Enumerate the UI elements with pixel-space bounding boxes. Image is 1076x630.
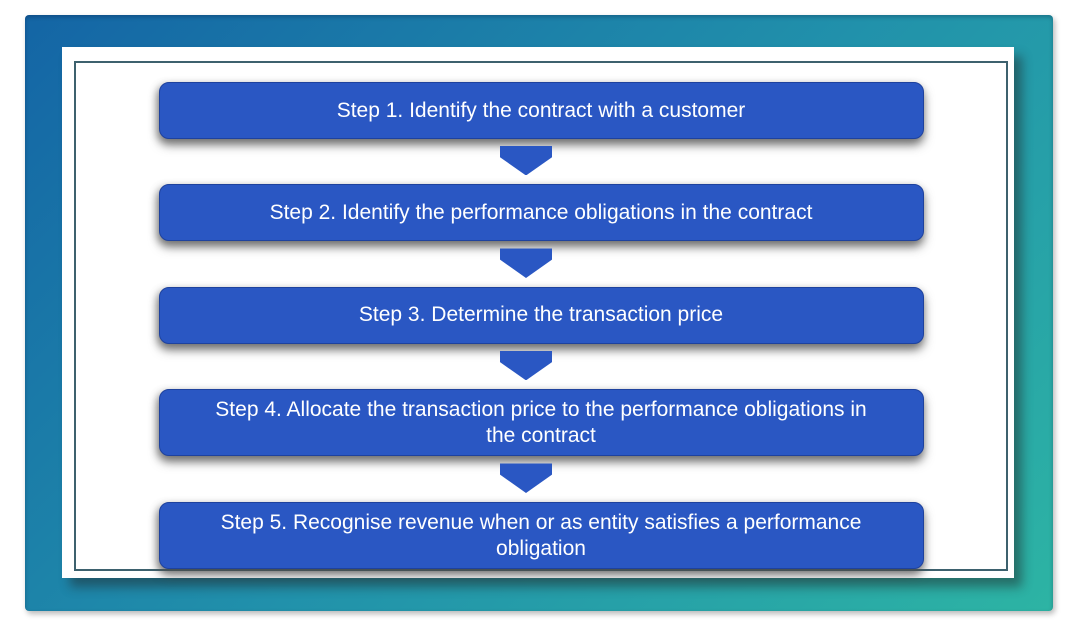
step-label-4: Step 4. Allocate the transaction price t…	[215, 397, 867, 447]
inner-border: Step 1. Identify the contract with a cus…	[74, 61, 1008, 571]
step-box-1: Step 1. Identify the contract with a cus…	[158, 82, 924, 139]
step-box-2: Step 2. Identify the performance obligat…	[158, 184, 924, 242]
step-box-4: Step 4. Allocate the transaction price t…	[158, 389, 924, 457]
down-arrow-icon	[500, 146, 552, 176]
step-box-3: Step 3. Determine the transaction price	[158, 286, 924, 344]
step-label-2: Step 2. Identify the performance obligat…	[269, 200, 813, 224]
down-arrow-icon	[500, 463, 552, 493]
step-box-5: Step 5. Recognise revenue when or as ent…	[158, 501, 924, 570]
gradient-frame: Step 1. Identify the contract with a cus…	[25, 15, 1053, 611]
down-arrow-icon	[500, 350, 552, 381]
step-label-3: Step 3. Determine the transaction price	[358, 303, 724, 327]
down-arrow-icon	[500, 248, 552, 278]
step-label-1: Step 1. Identify the contract with a cus…	[336, 98, 746, 122]
steps-flow: Step 1. Identify the contract with a cus…	[76, 63, 1006, 570]
white-panel: Step 1. Identify the contract with a cus…	[62, 47, 1014, 578]
step-label-5: Step 5. Recognise revenue when or as ent…	[220, 510, 862, 560]
